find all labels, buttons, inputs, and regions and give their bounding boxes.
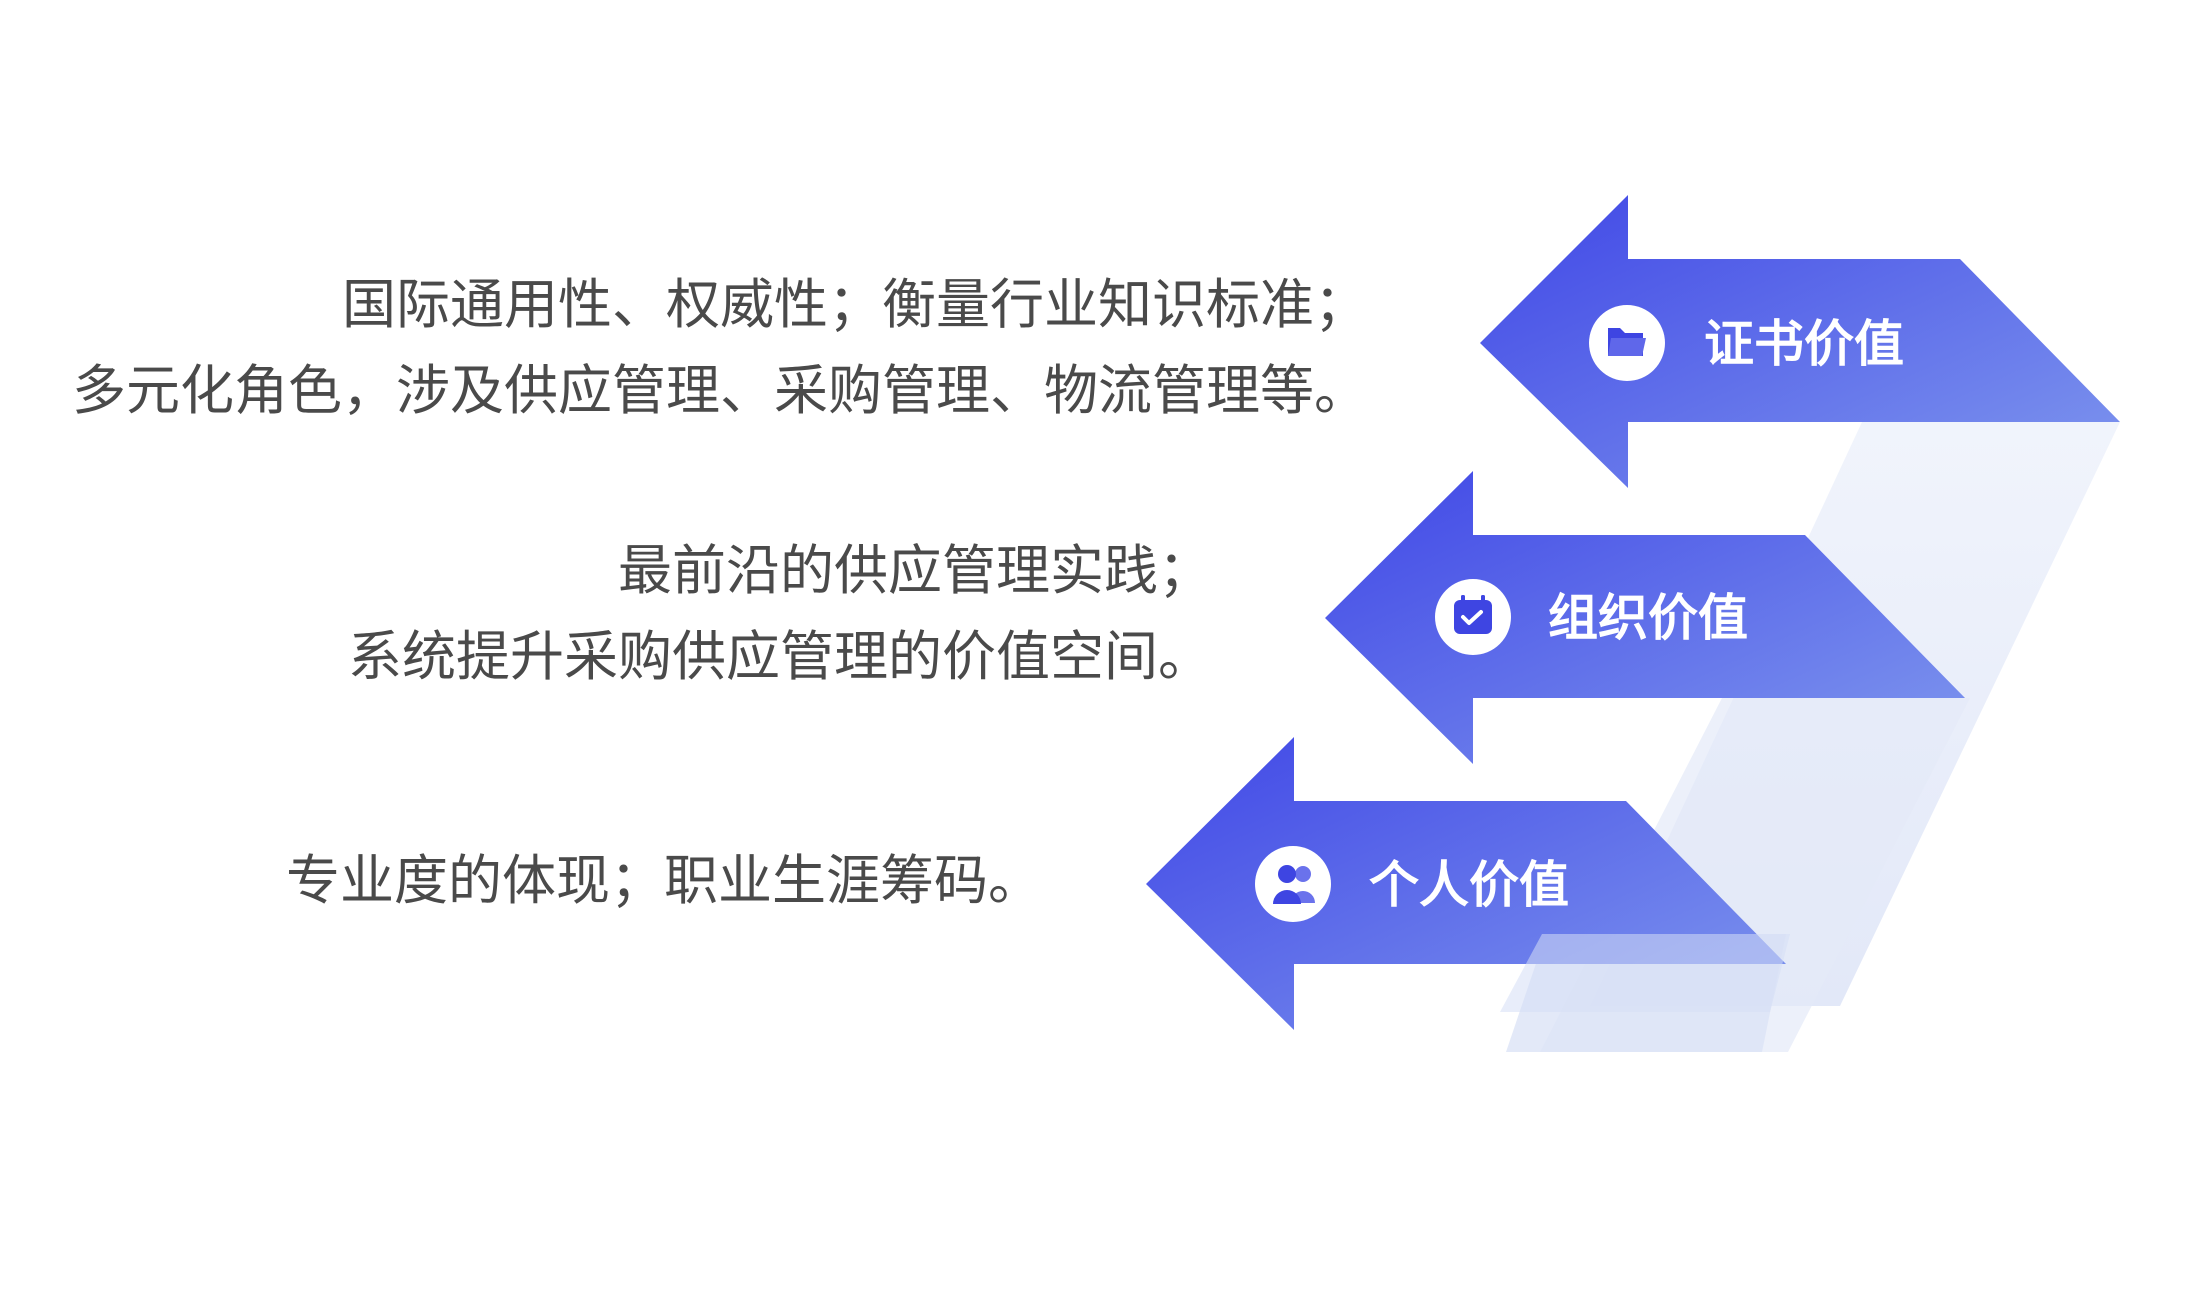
description-certificate-value: 国际通用性、权威性；衡量行业知识标准； 多元化角色，涉及供应管理、采购管理、物流… bbox=[72, 262, 1368, 434]
arrow-shape bbox=[1480, 195, 2120, 488]
description-line: 国际通用性、权威性；衡量行业知识标准； bbox=[342, 273, 1368, 336]
ribbon-overlay bbox=[1500, 934, 1790, 1012]
description-organization-value: 最前沿的供应管理实践； 系统提升采购供应管理的价值空间。 bbox=[348, 528, 1212, 700]
description-line: 系统提升采购供应管理的价值空间。 bbox=[348, 625, 1212, 688]
arrow-label: 证书价值 bbox=[1704, 315, 1904, 373]
description-line: 多元化角色，涉及供应管理、采购管理、物流管理等。 bbox=[72, 359, 1368, 422]
users-icon bbox=[1273, 865, 1315, 904]
arrow-label: 组织价值 bbox=[1548, 589, 1748, 647]
folder-icon bbox=[1608, 328, 1646, 356]
calendar-check-icon bbox=[1454, 595, 1492, 634]
description-line: 最前沿的供应管理实践； bbox=[618, 539, 1212, 602]
description-personal-value: 专业度的体现；职业生涯筹码。 bbox=[286, 838, 1042, 924]
arrow-label: 个人价值 bbox=[1369, 856, 1569, 914]
description-line: 专业度的体现；职业生涯筹码。 bbox=[286, 849, 1042, 912]
arrow-shape bbox=[1325, 471, 1965, 764]
arrow-certificate-value: 证书价值 bbox=[1480, 195, 2120, 488]
icon-badge bbox=[1255, 846, 1331, 922]
arrow-organization-value: 组织价值 bbox=[1325, 471, 1965, 764]
